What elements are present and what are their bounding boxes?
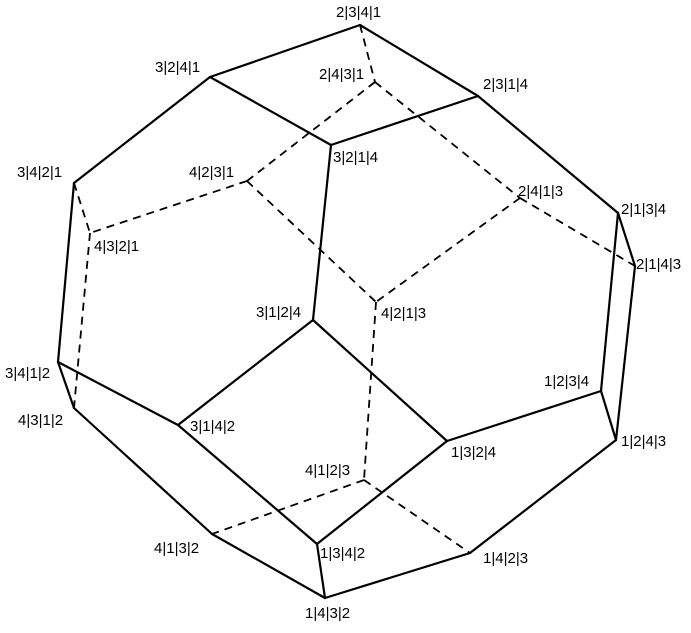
edge-3412-4312 <box>56 360 76 410</box>
vertex-label-1342: 1|3|4|2 <box>320 545 365 562</box>
vertex-label-3124: 3|1|2|4 <box>256 304 301 321</box>
hidden-edge-4231-4213 <box>246 180 377 303</box>
edge-3241-3214 <box>208 75 333 147</box>
vertex-label-2413: 2|4|1|3 <box>518 183 563 200</box>
hidden-edge-4123-1423 <box>363 479 471 554</box>
vertex-label-2341: 2|3|4|1 <box>336 4 381 21</box>
edge-3214-3124 <box>311 143 333 322</box>
hidden-edge-2341-2431 <box>359 24 376 83</box>
vertex-label-4231: 4|2|3|1 <box>189 164 234 181</box>
edge-4312-4132 <box>72 406 214 536</box>
vertex-label-4321: 4|3|2|1 <box>94 238 139 255</box>
edge-4132-1432 <box>210 532 327 600</box>
vertex-label-4123: 4|1|2|3 <box>305 462 350 479</box>
edge-3124-1324 <box>311 318 449 443</box>
vertex-label-4213: 4|2|1|3 <box>381 305 426 322</box>
edge-1432-1423 <box>323 551 472 600</box>
edge-2314-2134 <box>476 94 620 215</box>
edge-1324-1342 <box>315 439 449 546</box>
vertex-label-3241: 3|2|4|1 <box>155 59 200 76</box>
vertex-label-3214: 3|2|1|4 <box>333 149 378 166</box>
hidden-edge-4231-4321 <box>89 180 248 234</box>
edge-2341-3241 <box>208 23 362 79</box>
vertex-label-1243: 1|2|4|3 <box>621 433 666 450</box>
vertex-label-2314: 2|3|1|4 <box>483 76 528 93</box>
edge-2341-2314 <box>358 23 480 98</box>
edge-3124-3142 <box>176 318 315 427</box>
hidden-edge-2413-4213 <box>375 197 521 303</box>
edge-3142-1342 <box>176 423 319 546</box>
edge-2314-3214 <box>329 94 480 147</box>
edge-3241-3421 <box>72 75 212 185</box>
vertex-label-2431: 2|4|3|1 <box>319 66 364 83</box>
vertex-label-4132: 4|1|3|2 <box>154 540 199 557</box>
vertex-label-1423: 1|4|2|3 <box>483 550 528 567</box>
vertex-label-2143: 2|1|4|3 <box>636 256 681 273</box>
vertex-label-1432: 1|4|3|2 <box>305 605 350 622</box>
hidden-edge-3421-4321 <box>73 182 91 234</box>
edge-1342-1432 <box>315 542 327 600</box>
edge-1234-1324 <box>445 389 603 443</box>
hidden-edge-4213-4123 <box>363 301 377 481</box>
vertex-label-3421: 3|4|2|1 <box>17 164 62 181</box>
edge-2143-1243 <box>614 264 637 442</box>
vertex-label-2134: 2|1|3|4 <box>621 201 666 218</box>
edge-2134-2143 <box>616 211 637 268</box>
vertex-label-1324: 1|3|2|4 <box>451 444 496 461</box>
hidden-edge-2431-4231 <box>246 81 376 182</box>
visible-edges <box>56 23 637 600</box>
hidden-edge-4321-4312 <box>73 232 91 409</box>
vertex-labels: 2|3|4|1 3|2|4|1 2|4|3|1 2|3|1|4 3|2|1|4 3|4|2… <box>5 4 681 622</box>
hidden-edge-2413-2143 <box>519 197 636 267</box>
edge-2134-1234 <box>599 211 620 393</box>
vertex-label-3412: 3|4|1|2 <box>5 365 50 382</box>
vertex-label-4312: 4|3|1|2 <box>18 412 63 429</box>
hidden-edges <box>73 24 636 554</box>
vertex-label-1234: 1|2|3|4 <box>544 373 589 390</box>
edge-1243-1423 <box>468 438 618 555</box>
edge-3412-3142 <box>56 360 180 427</box>
vertex-label-3142: 3|1|4|2 <box>190 418 235 435</box>
edge-1234-1243 <box>599 389 618 442</box>
edge-3421-3412 <box>56 181 76 364</box>
hidden-edge-2431-2413 <box>374 81 521 199</box>
